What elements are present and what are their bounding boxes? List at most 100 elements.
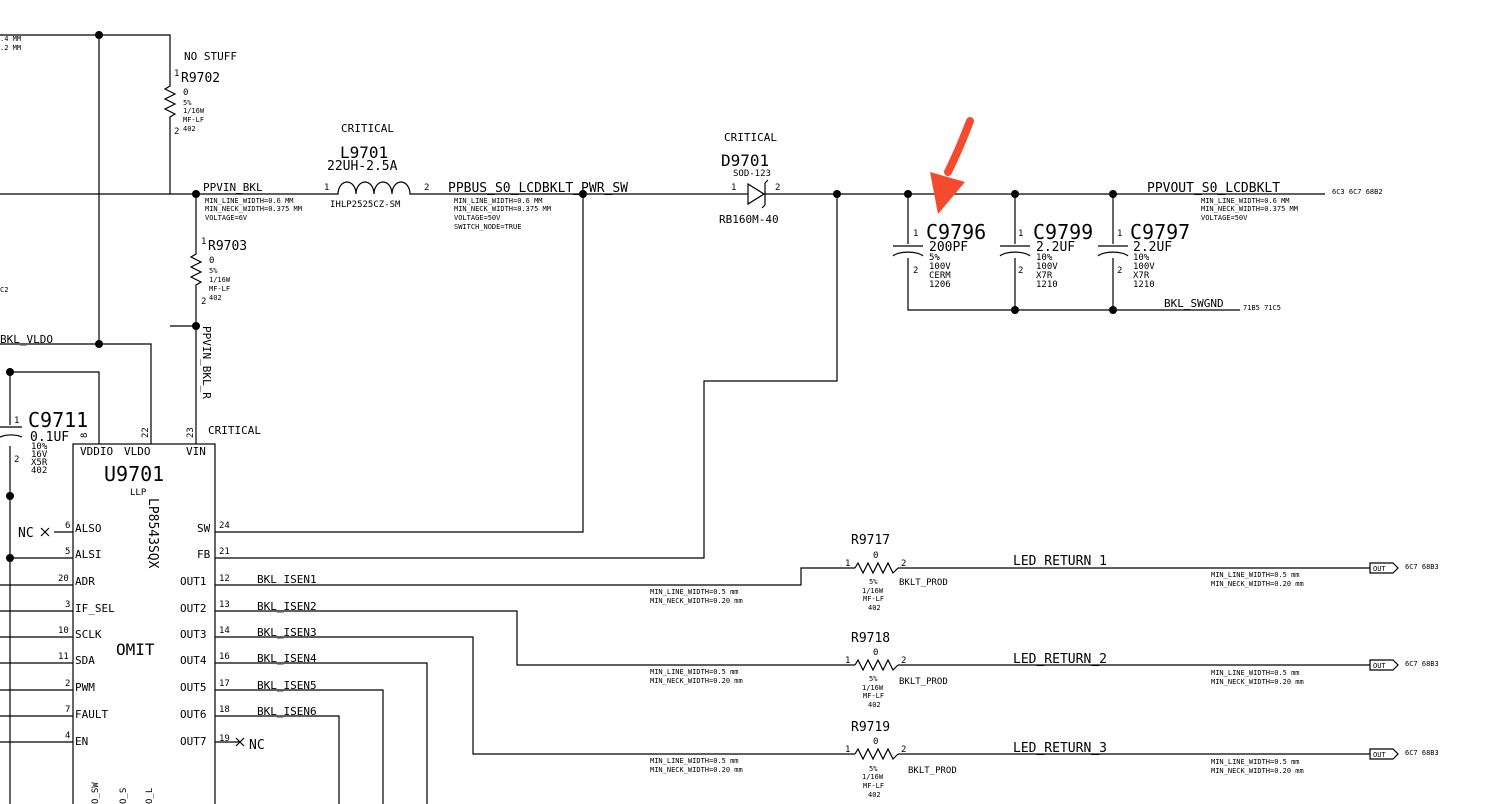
out-tag-shape — [1369, 562, 1399, 574]
r9702-pwr: 1/16W — [183, 107, 205, 115]
led3-ref: 6C7 68B3 — [1405, 749, 1439, 757]
c9799-plates — [999, 245, 1031, 257]
ppbus-note-2: MIN_NECK_WIDTH=0.375 MM — [454, 205, 551, 213]
l9701-pin1: 1 — [324, 183, 329, 193]
ppvin-note-2: MIN_NECK_WIDTH=0.375 MM — [205, 205, 302, 213]
c9799-value: 2.2UF — [1036, 240, 1075, 255]
note-left-c2: C2 — [0, 286, 8, 294]
ic-right-pin-out3: OUT3 — [180, 628, 207, 641]
out-connector-1: OUT 6C7 68B3 — [1369, 562, 1439, 574]
ic-left-num-pwm: 2 — [65, 679, 70, 689]
c9796-volt: 100V — [929, 262, 951, 272]
r9703-zigzag — [189, 248, 203, 290]
r9717-type: MF-LF — [863, 595, 884, 603]
r9718-type: MF-LF — [863, 692, 884, 700]
r9719-ref: R9719 — [851, 720, 890, 735]
ic-left-pin-if-sel: IF_SEL — [75, 602, 115, 615]
led2-note-1: MIN_LINE_WIDTH=0.5 mm — [1211, 669, 1300, 677]
wires — [0, 34, 1370, 804]
ic-right-pin-sw: SW — [197, 522, 211, 535]
ic-top-pin-vldo: VLDO — [124, 445, 151, 458]
r9703-type: MF-LF — [209, 285, 230, 293]
r9717-pin2: 2 — [901, 559, 906, 569]
ppvout-note-2: MIN_NECK_WIDTH=0.375 MM — [1201, 205, 1298, 213]
ic-right-num-out3: 14 — [219, 626, 230, 636]
isen2-note-2: MIN_NECK_WIDTH=0.20 mm — [650, 677, 743, 685]
ic-right-pin-out1: OUT1 — [180, 575, 207, 588]
ic-left-pin-en: EN — [75, 735, 88, 748]
diode-triangle — [747, 182, 766, 206]
c9796-pin1: 1 — [913, 229, 918, 239]
ic-bottom-pin-2: O_S — [119, 788, 129, 804]
r9719-pin2: 2 — [901, 745, 906, 755]
l9701-pin2: 2 — [424, 183, 429, 193]
ic-right-pin-out2: OUT2 — [180, 602, 207, 615]
ic-left-pin-adr: ADR — [75, 575, 95, 588]
c9797-pin2: 2 — [1117, 266, 1122, 276]
ic-left-num-en: 4 — [65, 731, 70, 741]
ic-pkg: LLP — [130, 488, 147, 498]
out-tag-shape — [1369, 748, 1399, 760]
note-tl1: .4 MM — [0, 35, 21, 43]
led3-note-1: MIN_LINE_WIDTH=0.5 mm — [1211, 758, 1300, 766]
resistor-r9719: R9719 0 1 2 5% 1/16W MF-LF 402 BKLT_PROD — [845, 720, 957, 799]
c9799-pkg: 1210 — [1036, 280, 1058, 290]
ic-right-num-out5: 17 — [219, 679, 230, 689]
r9703-pkg: 402 — [209, 294, 222, 302]
c9799-volt: 100V — [1036, 262, 1058, 272]
ic-left-num-sclk: 10 — [58, 626, 69, 636]
c9796-pin2: 2 — [913, 266, 918, 276]
ic-right-num-sw: 24 — [219, 521, 230, 531]
ic-body — [72, 443, 216, 804]
r9703-tol: 5% — [209, 267, 218, 275]
d9701-critical: CRITICAL — [724, 131, 777, 144]
r9718-value: 0 — [873, 648, 878, 658]
no-stuff-label: NO STUFF — [184, 50, 237, 63]
ic-top-num-vldo: 22 — [141, 427, 151, 438]
resistor-r9702: NO STUFF R9702 1 0 5% 1/16W MF-LF 402 2 — [163, 50, 237, 137]
c9796-pkg: 1206 — [929, 280, 951, 290]
red-pointer-arrow — [930, 117, 974, 214]
ic-right-pin-out4: OUT4 — [180, 654, 207, 667]
diode-d9701: CRITICAL D9701 SOD-123 1 2 RB160M-40 — [719, 131, 780, 226]
net-led-return-3: LED_RETURN_3 — [1013, 741, 1107, 756]
ppvin-note-3: VOLTAGE=6V — [205, 214, 248, 222]
net-ppvin-bkl-r: PPVIN_BKL_R — [200, 326, 213, 399]
net-isen6: BKL_ISEN6 — [257, 705, 317, 718]
c9711-pin1: 1 — [14, 416, 19, 426]
net-ppvin-bkl: PPVIN_BKL — [203, 181, 263, 194]
c9799-pin2: 2 — [1018, 266, 1023, 276]
bkl-swgnd-ref: 71B5 71C5 — [1243, 304, 1281, 312]
l9701-value: 22UH-2.5A — [327, 159, 398, 174]
c9797-volt: 100V — [1133, 262, 1155, 272]
r9703-pin1: 1 — [201, 237, 206, 247]
ic-left-num-fault: 7 — [65, 705, 70, 715]
d9701-pin1: 1 — [731, 183, 736, 193]
c9711-value: 0.1UF — [30, 430, 69, 445]
r9718-ref: R9718 — [851, 631, 890, 646]
ic-left-pin-sda: SDA — [75, 654, 95, 667]
capacitor-c9711: 1 2 C9711 0.1UF 10% 16V X5R 402 — [0, 408, 88, 476]
resistor-r9718: R9718 0 1 2 5% 1/16W MF-LF 402 BKLT_PROD — [845, 631, 948, 709]
l9701-pkg: IHLP2525CZ-SM — [330, 200, 401, 210]
r9702-pin2: 2 — [174, 127, 179, 137]
resistor-r9717: R9717 0 1 2 5% 1/16W MF-LF 402 BKLT_PROD — [845, 533, 948, 612]
led3-note-2: MIN_NECK_WIDTH=0.20 mm — [1211, 767, 1304, 775]
net-ppvout: PPVOUT_S0_LCDBKLT — [1147, 181, 1280, 196]
r9702-pkg: 402 — [183, 125, 196, 133]
c9797-ref: C9797 — [1130, 220, 1190, 244]
c9796-diel: CERM — [929, 271, 951, 281]
net-isen4: BKL_ISEN4 — [257, 652, 317, 665]
net-bkl-swgnd: BKL_SWGND — [1164, 297, 1224, 310]
c9799-ref: C9799 — [1033, 220, 1093, 244]
d9701-part: RB160M-40 — [719, 213, 779, 226]
isen1-note-2: MIN_NECK_WIDTH=0.20 mm — [650, 597, 743, 605]
l9701-coil — [332, 181, 418, 195]
r9702-value: 0 — [183, 88, 188, 98]
led1-note-2: MIN_NECK_WIDTH=0.20 mm — [1211, 580, 1304, 588]
c9796-plates — [892, 245, 924, 257]
c9796-tol: 5% — [929, 253, 940, 263]
r9718-pwr: 1/16W — [862, 684, 884, 692]
l9701-ref: L9701 — [340, 143, 388, 162]
c9799-tol: 10% — [1036, 253, 1053, 263]
